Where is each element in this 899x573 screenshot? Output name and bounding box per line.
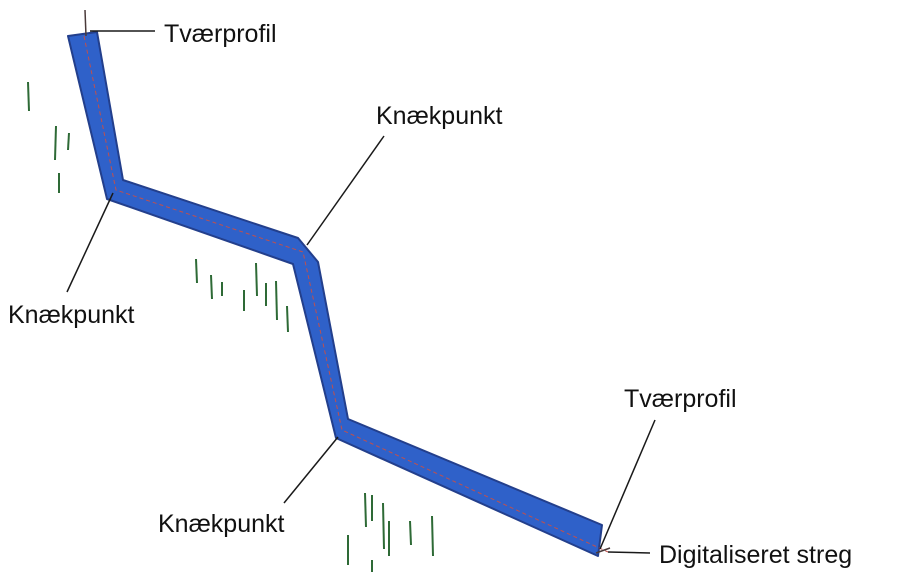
cross-profile-tick-bottom [595,547,611,554]
label-digitized-line: Digitaliseret streg [659,541,852,569]
vegetation-mark [431,515,434,557]
label-bend-point-left: Knækpunkt [8,301,135,329]
cross-profile-tick-top [84,9,87,37]
leader-lines [66,30,656,554]
vegetation-mark [54,125,57,161]
channel-band [67,31,603,557]
label-cross-profile-bottom: Tværprofil [624,385,737,413]
leader-bend-left [66,192,114,293]
vegetation-mark [67,132,70,151]
leader-bend-upper-right [306,135,385,246]
leader-digitized-line [607,551,651,554]
vegetation-mark [255,262,258,297]
digitized-centerline [83,35,609,553]
vegetation-marks [27,81,434,572]
label-cross-profile-top: Tværprofil [164,20,277,48]
vegetation-mark [27,81,30,112]
label-bend-point-lower: Knækpunkt [158,510,285,538]
vegetation-mark [275,280,278,321]
vegetation-mark [195,258,198,284]
vegetation-mark [382,502,385,550]
label-bend-point-upper: Knækpunkt [376,102,503,130]
leader-cross-profile-bottom [599,419,656,550]
vegetation-mark [286,305,289,333]
vegetation-mark [364,492,367,528]
vegetation-mark [409,520,412,546]
leader-bend-lower [283,436,339,504]
vegetation-mark [210,274,213,300]
